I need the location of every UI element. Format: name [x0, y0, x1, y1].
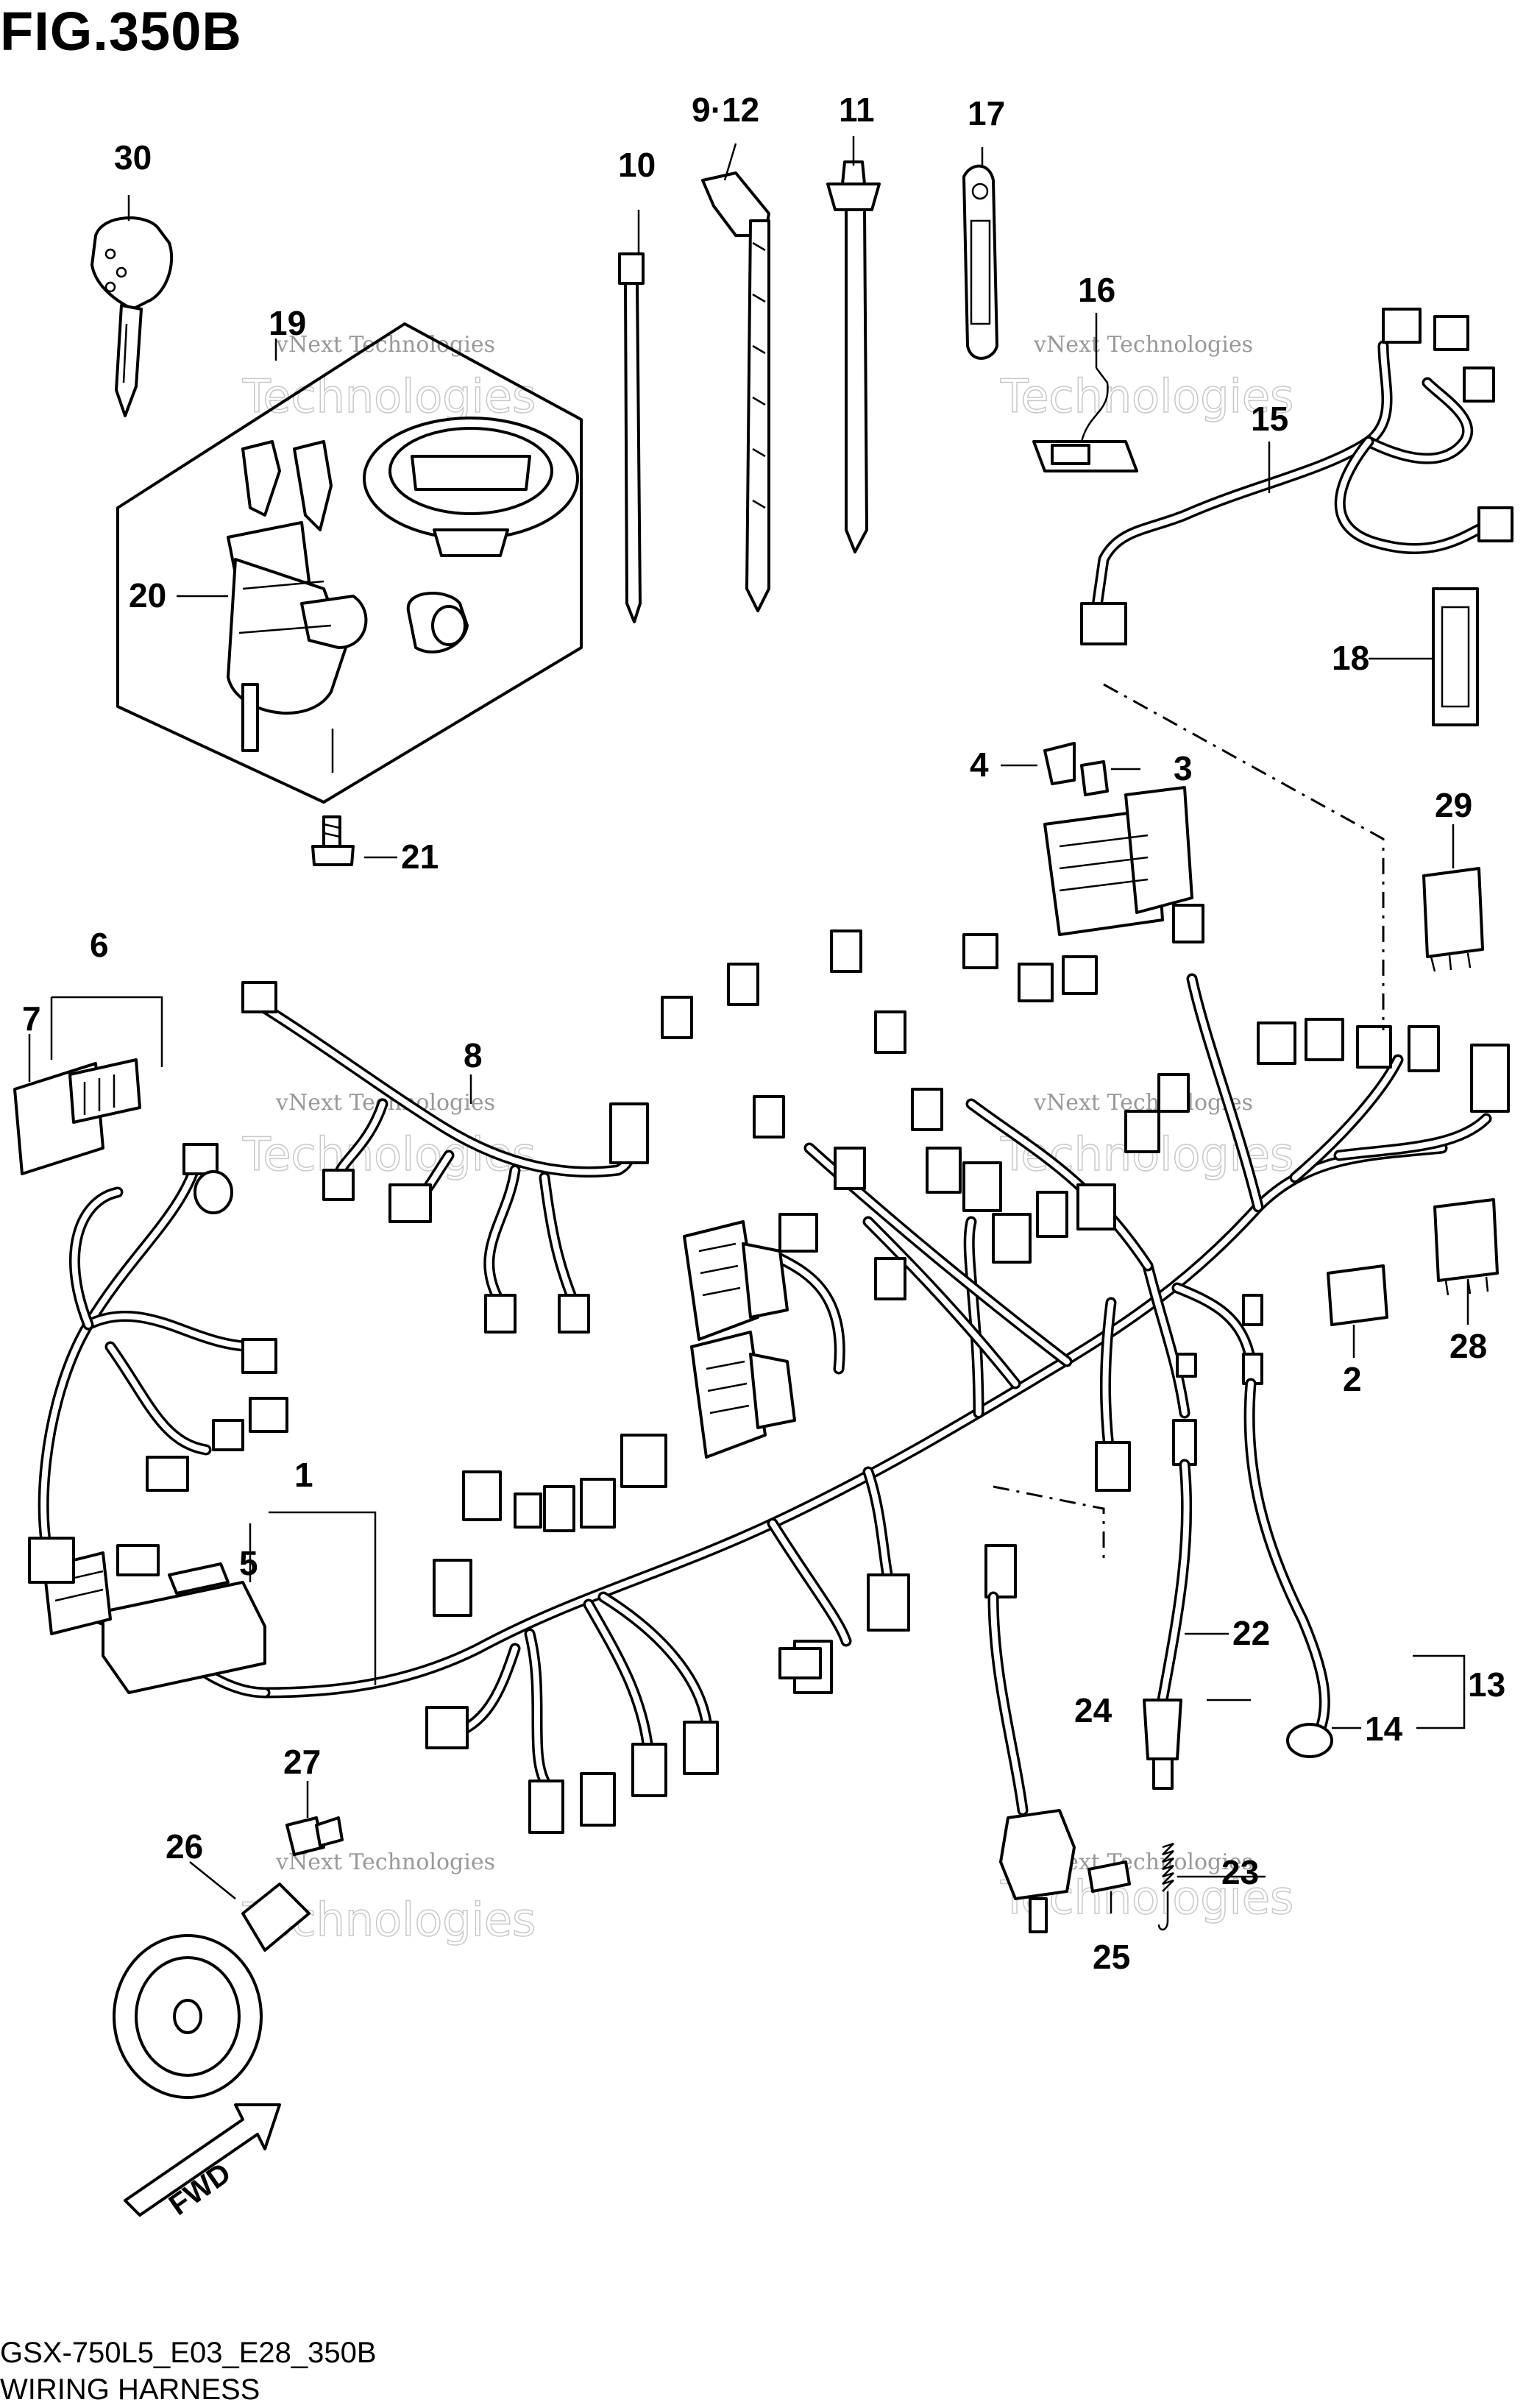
part-2-relay	[1327, 1264, 1388, 1326]
callout-26: 26	[166, 1827, 203, 1866]
callout-8: 8	[464, 1036, 483, 1074]
dashed-leaders	[993, 683, 1385, 1560]
part-21-screw	[311, 815, 355, 866]
callout-22: 22	[1232, 1614, 1270, 1652]
part-8-sub-harness	[241, 981, 649, 1334]
callout-numbers: 30 19 20 21 10 9·12 11 17 16 15 18 4 3 2…	[22, 91, 1505, 1976]
callout-21: 21	[401, 838, 439, 876]
callout-11: 11	[839, 91, 875, 129]
part-27-bolt	[285, 1816, 344, 1856]
callout-15: 15	[1251, 400, 1288, 438]
callout-9-12: 9·12	[692, 91, 759, 129]
part-22-switch	[1143, 1459, 1193, 1790]
part-18-band	[1432, 587, 1479, 726]
callout-6: 6	[90, 926, 109, 964]
callout-2: 2	[1343, 1360, 1362, 1398]
part-23-spring	[1157, 1842, 1174, 1931]
part-15-sub-harness	[1080, 308, 1513, 645]
ignition-lock-set-box	[116, 322, 583, 804]
footer-name: WIRING HARNESS	[0, 2373, 260, 2406]
part-17-clamp	[962, 164, 998, 360]
callout-1: 1	[294, 1456, 313, 1494]
callout-13: 13	[1468, 1665, 1505, 1704]
ecu-connectors	[683, 1213, 818, 1459]
callout-4: 4	[970, 746, 989, 784]
callout-16: 16	[1078, 271, 1115, 309]
part-16-sensor	[1032, 367, 1138, 472]
callout-24: 24	[1074, 1691, 1112, 1729]
callout-10: 10	[618, 146, 656, 184]
callout-14: 14	[1365, 1710, 1403, 1748]
watermark-big-1: Technologies	[242, 369, 536, 423]
part-24-sensor	[987, 1591, 1131, 1933]
callout-30: 30	[114, 138, 152, 177]
callout-3: 3	[1174, 749, 1193, 787]
footer-code: GSX-750L5_E03_E28_350B	[0, 2337, 377, 2369]
part-28-relay	[1433, 1198, 1499, 1296]
part-7-connector-block	[13, 1058, 141, 1175]
callout-28: 28	[1449, 1327, 1487, 1365]
watermark-big-2: Technologies	[1000, 369, 1293, 423]
part-11-tie-clip	[826, 160, 881, 553]
part-30-key	[91, 216, 174, 417]
part-26-horn	[113, 1883, 310, 2099]
callout-7: 7	[22, 999, 41, 1038]
fwd-arrow: FWD	[124, 2103, 281, 2222]
callout-20: 20	[129, 576, 166, 615]
callout-27: 27	[283, 1743, 321, 1781]
harness-connectors	[28, 904, 1510, 1834]
part-13-14-sensor	[1243, 1378, 1333, 1758]
part-10-tie	[618, 252, 645, 623]
callout-18: 18	[1332, 639, 1369, 677]
callout-29: 29	[1435, 786, 1472, 824]
watermark-small-2: vNext Technologies	[1033, 332, 1253, 358]
callout-25: 25	[1093, 1938, 1130, 1976]
main-wiring-harness	[38, 973, 1492, 1787]
callout-17: 17	[968, 94, 1005, 132]
callout-19: 19	[269, 304, 306, 342]
part-9-12-clamp-tie	[701, 171, 770, 612]
watermark-small-5: vNext Technologies	[275, 1849, 495, 1875]
leader-lines	[28, 136, 1469, 1913]
callout-23: 23	[1221, 1853, 1259, 1891]
figure-title: FIG.350B	[0, 1, 242, 62]
part-29-relay	[1422, 867, 1484, 972]
callout-5: 5	[239, 1544, 258, 1582]
fuse-box	[1043, 742, 1193, 936]
